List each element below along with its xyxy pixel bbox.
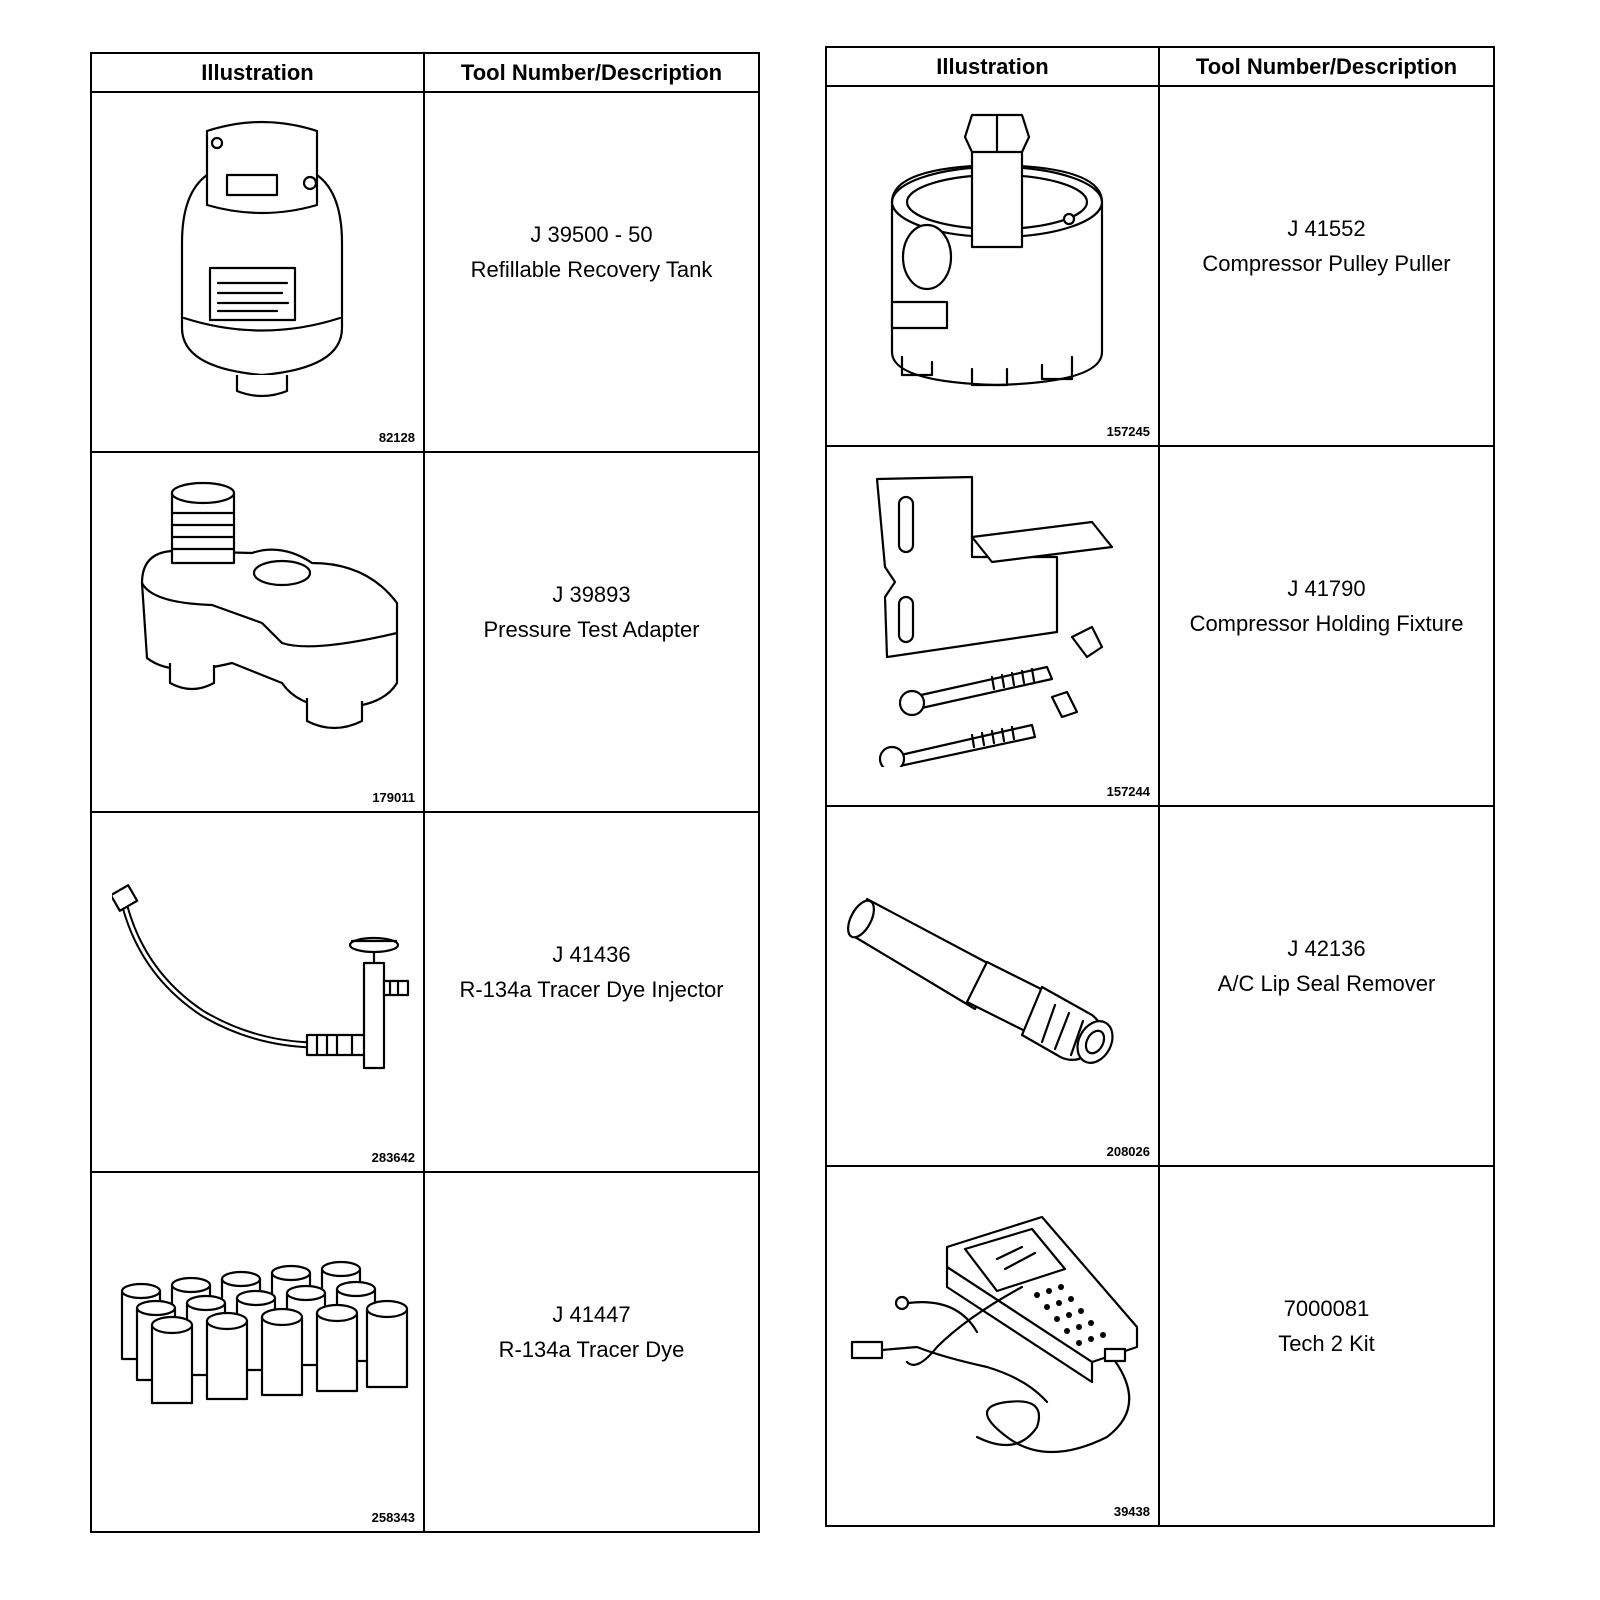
description-cell: J 39893 Pressure Test Adapter	[423, 451, 760, 813]
description-cell: J 39500 - 50 Refillable Recovery Tank	[423, 91, 760, 453]
tool-description: Tech 2 Kit	[1278, 1331, 1375, 1356]
dye-bottles-icon	[120, 1260, 409, 1405]
pulley-puller-icon	[890, 113, 1104, 387]
figure-number: 258343	[371, 1510, 415, 1525]
column-header-tool: Tool Number/Description	[1158, 46, 1495, 87]
table-row: 283642 J 41436 R-134a Tracer Dye Injecto…	[90, 811, 760, 1173]
column-header-illustration: Illustration	[825, 46, 1160, 87]
table-row: 157244 J 41790 Compressor Holding Fixtur…	[825, 445, 1495, 807]
tool-number: 7000081	[1283, 1295, 1370, 1321]
table-row: 39438 7000081 Tech 2 Kit	[825, 1165, 1495, 1527]
tool-description: Refillable Recovery Tank	[470, 257, 713, 282]
illustration-cell: 258343	[90, 1171, 425, 1533]
figure-number: 179011	[372, 790, 415, 805]
tool-number: J 41436	[552, 941, 631, 967]
illustration-cell: 157245	[825, 85, 1160, 447]
tool-number: J 41447	[552, 1301, 631, 1327]
illustration-cell: 283642	[90, 811, 425, 1173]
tool-description: R-134a Tracer Dye Injector	[459, 977, 724, 1002]
tool-description: Compressor Holding Fixture	[1189, 611, 1464, 636]
description-cell: J 42136 A/C Lip Seal Remover	[1158, 805, 1495, 1167]
description-cell: J 41790 Compressor Holding Fixture	[1158, 445, 1495, 807]
table-row: 179011 J 39893 Pressure Test Adapter	[90, 451, 760, 813]
tool-table-left: Illustration Tool Number/Description 821…	[90, 52, 760, 1533]
figure-number: 157245	[1106, 424, 1150, 439]
illustration-cell: 157244	[825, 445, 1160, 807]
illustration-cell: 39438	[825, 1165, 1160, 1527]
tool-number: J 39893	[552, 581, 631, 607]
holding-fixture-icon	[875, 475, 1114, 767]
illustration-cell: 208026	[825, 805, 1160, 1167]
description-cell: J 41436 R-134a Tracer Dye Injector	[423, 811, 760, 1173]
table-header-row: Illustration Tool Number/Description	[825, 46, 1495, 87]
description-cell: 7000081 Tech 2 Kit	[1158, 1165, 1495, 1527]
tool-number: J 39500 - 50	[530, 221, 653, 247]
illustration-cell: 82128	[90, 91, 425, 453]
pressure-test-adapter-icon	[140, 481, 399, 730]
tool-number: J 41790	[1287, 575, 1366, 601]
recovery-tank-icon	[180, 120, 344, 398]
table-row: 258343 J 41447 R-134a Tracer Dye	[90, 1171, 760, 1533]
lip-seal-remover-icon	[847, 897, 1114, 1064]
figure-number: 283642	[371, 1150, 415, 1165]
illustration-cell: 179011	[90, 451, 425, 813]
table-row: 82128 J 39500 - 50 Refillable Recovery T…	[90, 91, 760, 453]
column-header-tool: Tool Number/Description	[423, 52, 760, 93]
tool-table-right: Illustration Tool Number/Description 157…	[825, 46, 1495, 1527]
table-row: 157245 J 41552 Compressor Pulley Puller	[825, 85, 1495, 447]
description-cell: J 41447 R-134a Tracer Dye	[423, 1171, 760, 1533]
figure-number: 208026	[1106, 1144, 1150, 1159]
tool-description: Pressure Test Adapter	[483, 617, 700, 642]
figure-number: 39438	[1113, 1504, 1150, 1519]
scan-tool-icon	[850, 1215, 1139, 1453]
figure-number: 157244	[1106, 784, 1150, 799]
figure-number: 82128	[378, 430, 415, 445]
tool-description: R-134a Tracer Dye	[498, 1337, 685, 1362]
tool-description: Compressor Pulley Puller	[1202, 251, 1451, 276]
table-row: 208026 J 42136 A/C Lip Seal Remover	[825, 805, 1495, 1167]
tool-description: A/C Lip Seal Remover	[1217, 971, 1436, 996]
column-header-illustration: Illustration	[90, 52, 425, 93]
tool-number: J 41552	[1287, 215, 1366, 241]
dye-injector-icon	[112, 884, 410, 1070]
table-header-row: Illustration Tool Number/Description	[90, 52, 760, 93]
description-cell: J 41552 Compressor Pulley Puller	[1158, 85, 1495, 447]
tool-number: J 42136	[1287, 935, 1366, 961]
